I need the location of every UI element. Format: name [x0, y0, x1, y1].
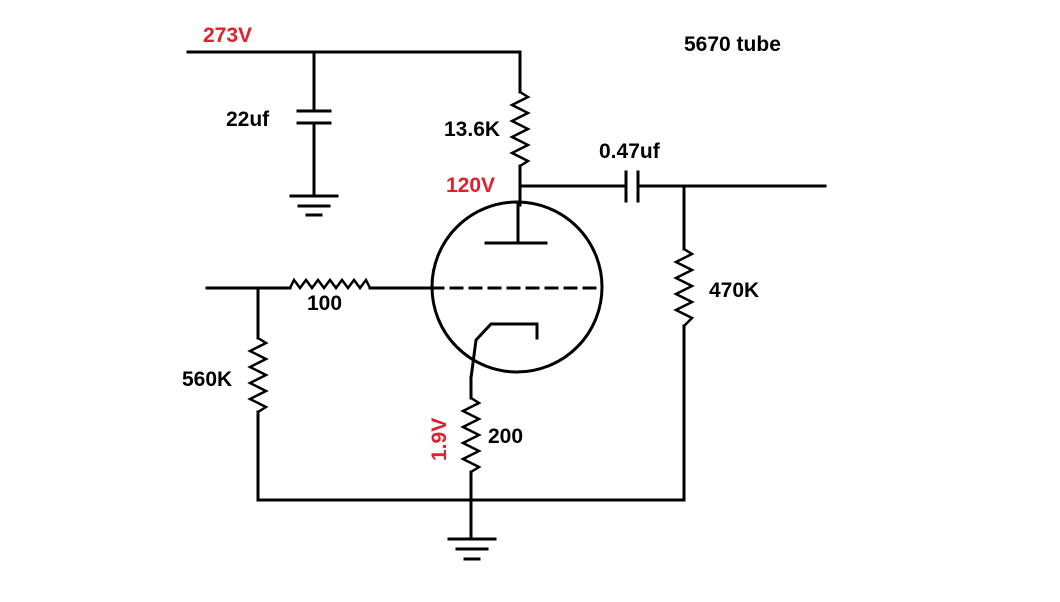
- supply-cap-label: 22uf: [226, 108, 270, 131]
- coupling-capacitor: [624, 170, 827, 203]
- output-resistor-label: 470K: [709, 279, 759, 302]
- supply-voltage-label: 273V: [203, 24, 252, 47]
- output-resistor: [673, 184, 695, 502]
- ground-symbol-capacitor: [289, 194, 339, 217]
- coupling-cap-label: 0.47uf: [599, 140, 661, 163]
- plate-resistor: [509, 50, 531, 207]
- cathode-voltage-label: 1.9V: [428, 418, 451, 461]
- supply-capacitor-branch: [296, 50, 332, 196]
- plate-resistor-label: 13.6K: [444, 118, 500, 141]
- plate-voltage-label: 120V: [446, 174, 495, 197]
- cathode-resistor-label: 200: [488, 425, 523, 448]
- input-wire: [205, 277, 434, 291]
- cathode-resistor: [460, 376, 482, 539]
- triode-tube-symbol: [430, 200, 604, 380]
- ground-symbol-main: [447, 537, 497, 561]
- schematic-title: 5670 tube: [684, 33, 781, 56]
- grid-stopper-label: 100: [307, 292, 342, 315]
- grid-leak-label: 560K: [182, 368, 232, 391]
- grid-leak-resistor: [247, 286, 269, 502]
- grid-stopper-resistor: [288, 277, 372, 291]
